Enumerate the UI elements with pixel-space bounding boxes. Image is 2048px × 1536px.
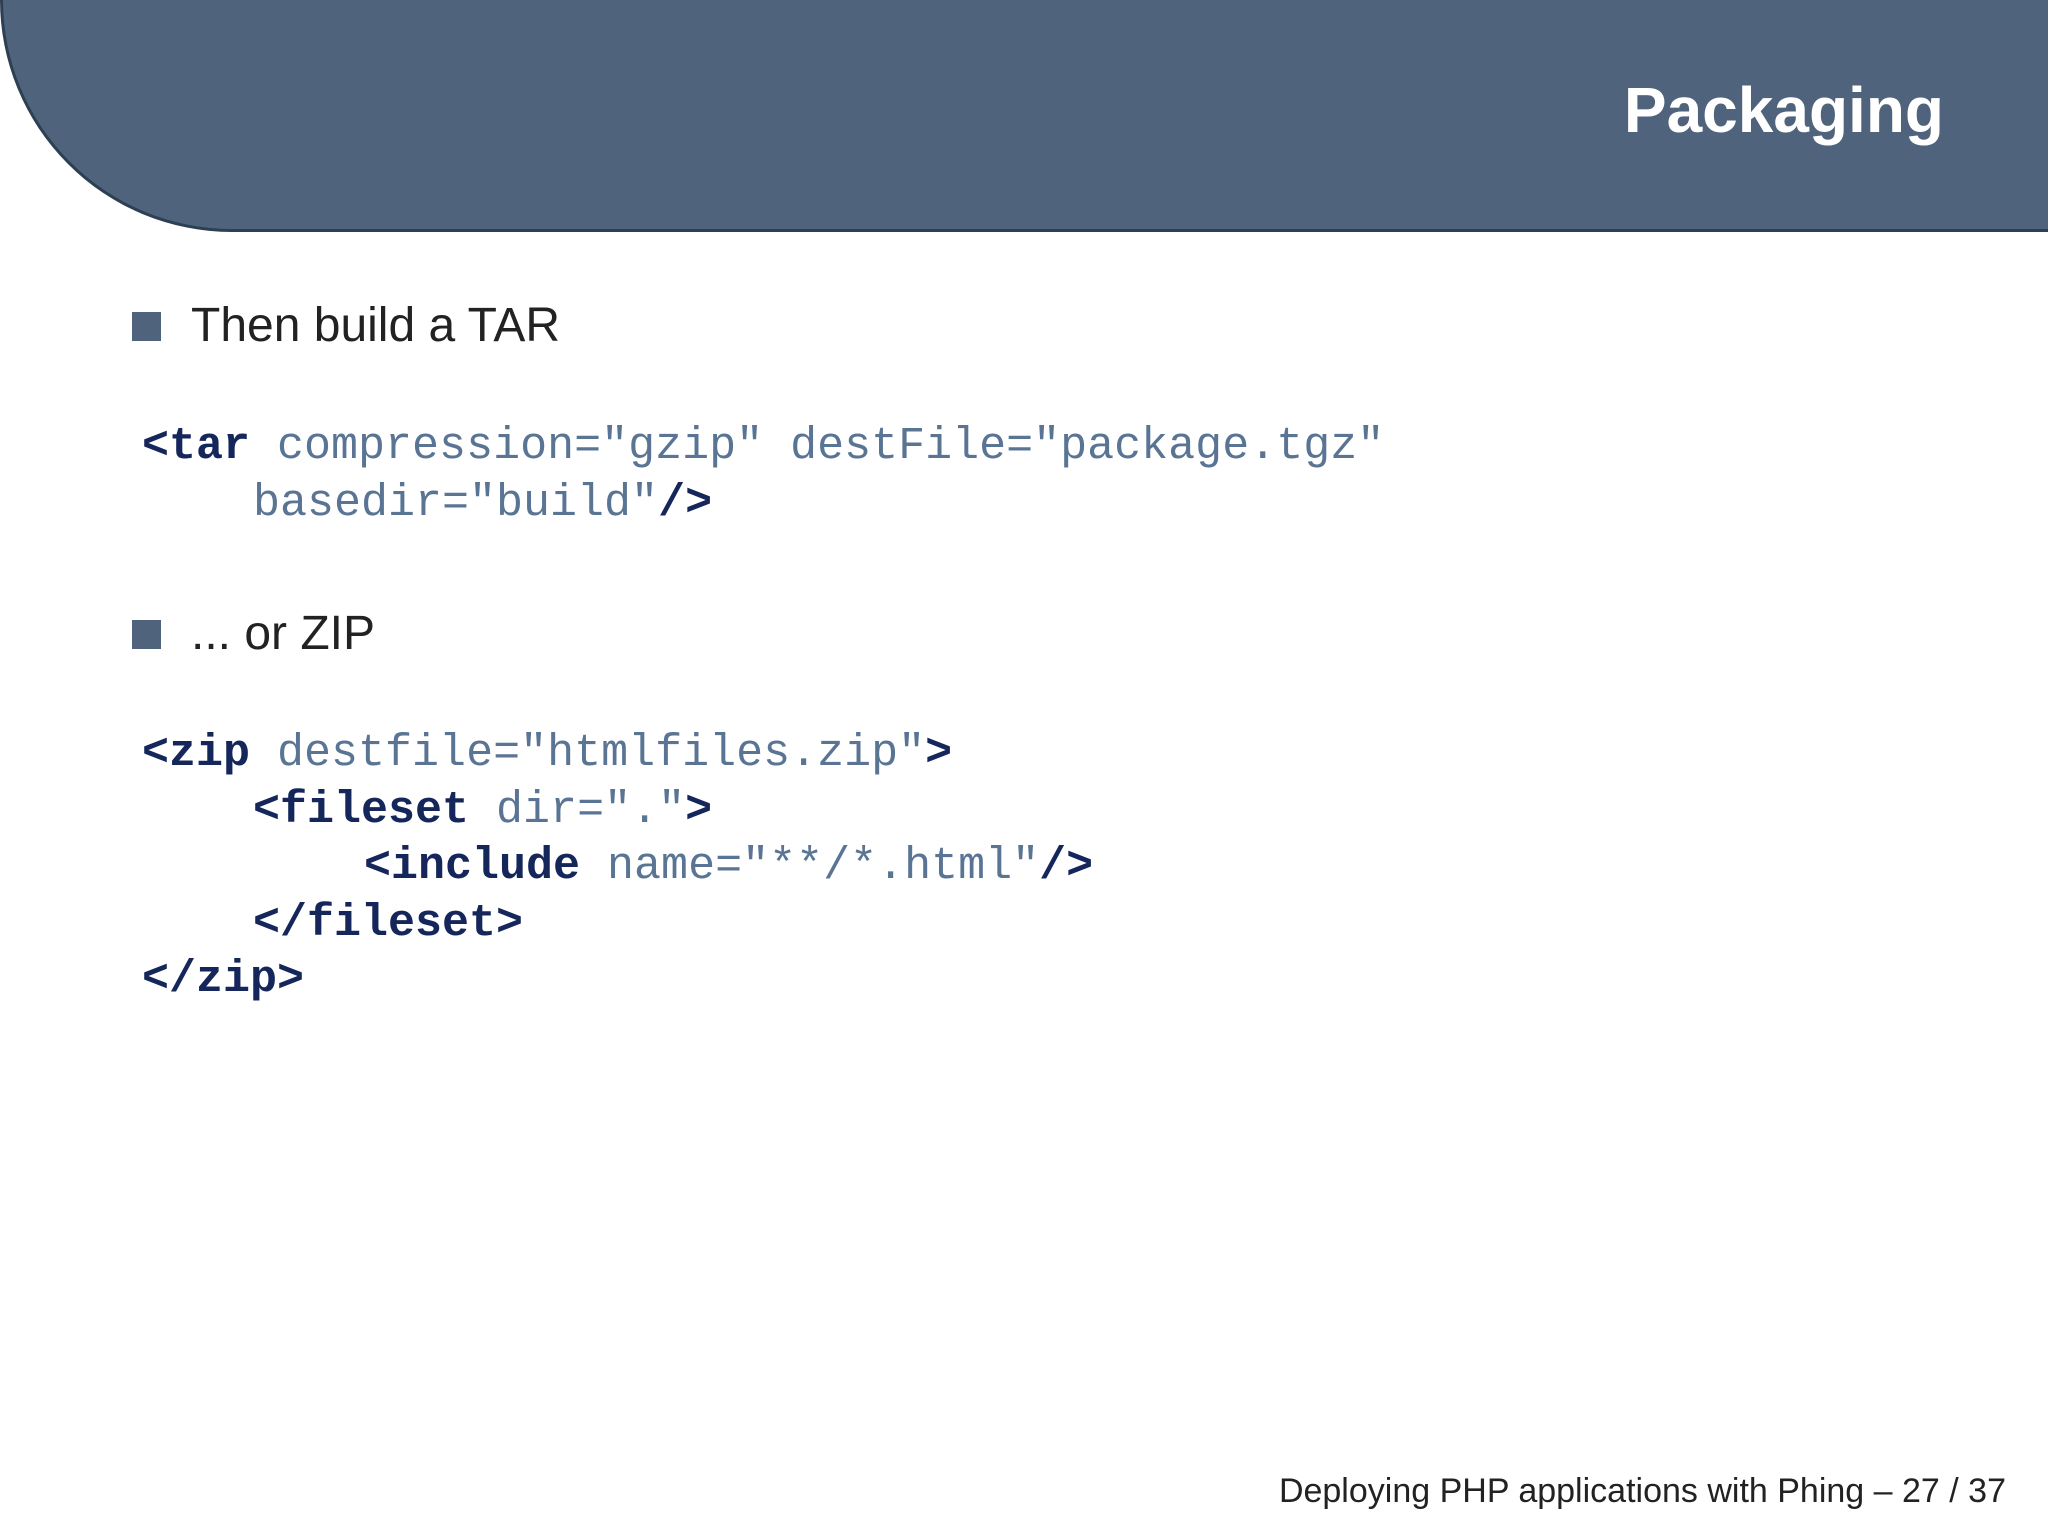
code-line: </zip> xyxy=(142,952,1093,1009)
code-tag: /> xyxy=(658,477,713,529)
code-block-zip: <zip destfile="htmlfiles.zip"><fileset d… xyxy=(142,726,1093,1009)
code-line: <fileset dir="."> xyxy=(142,783,1093,840)
slide-footer: Deploying PHP applications with Phing – … xyxy=(1278,1472,2006,1510)
slide-title: Packaging xyxy=(1623,74,1944,146)
code-attributes: destfile="htmlfiles.zip" xyxy=(250,728,926,779)
code-tag: </fileset> xyxy=(253,897,524,949)
code-line: </fileset> xyxy=(142,896,1093,953)
code-tag: > xyxy=(685,784,713,836)
bullet-square-icon xyxy=(132,619,161,649)
code-tag: <zip xyxy=(142,728,251,779)
code-attributes: basedir="build" xyxy=(253,477,659,529)
code-tag: <fileset xyxy=(253,784,470,836)
code-attributes: compression="gzip" destFile="package.tgz… xyxy=(250,421,1385,472)
bullet-text: ... or ZIP xyxy=(191,607,376,660)
code-block-tar: <tar compression="gzip" destFile="packag… xyxy=(142,419,1384,532)
header-band xyxy=(0,0,2048,232)
code-line: <zip destfile="htmlfiles.zip"> xyxy=(142,726,1093,783)
code-tag: <include xyxy=(364,841,581,892)
code-tag: > xyxy=(925,728,953,779)
bullet-square-icon xyxy=(132,311,161,341)
code-attributes: dir="." xyxy=(469,784,686,836)
code-tag: </zip> xyxy=(142,954,305,1005)
code-line: <include name="**/*.html"/> xyxy=(142,839,1093,896)
code-attributes: name="**/*.html" xyxy=(580,841,1040,892)
bullet-item-tar: Then build a TAR xyxy=(132,302,560,350)
code-tag: <tar xyxy=(142,421,251,472)
bullet-item-zip: ... or ZIP xyxy=(132,610,375,658)
code-tag: /> xyxy=(1039,841,1094,892)
code-line: <tar compression="gzip" destFile="packag… xyxy=(142,419,1384,476)
code-line: basedir="build"/> xyxy=(142,476,1384,533)
bullet-text: Then build a TAR xyxy=(191,299,561,352)
